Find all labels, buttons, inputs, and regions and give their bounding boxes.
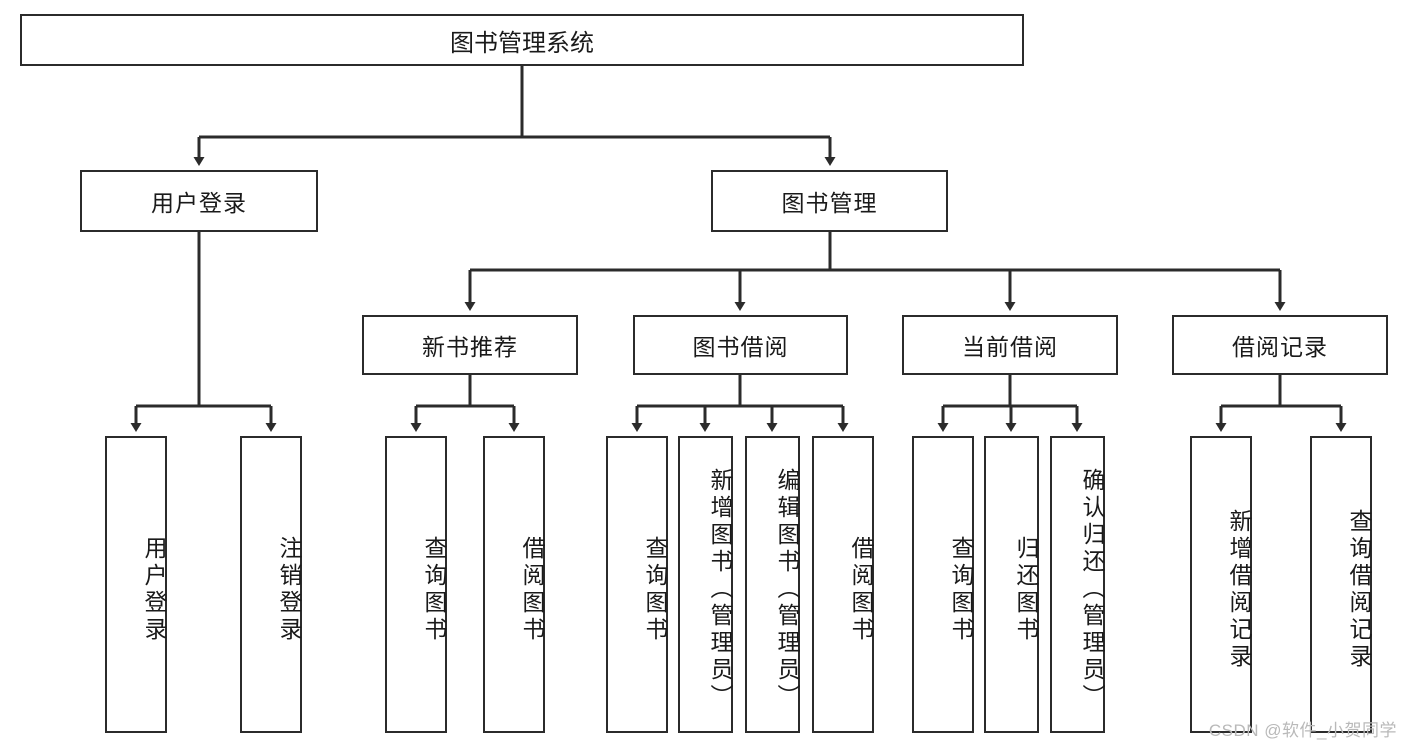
node-new-book-rec-label: 新书推荐 (422, 334, 518, 360)
node-leaf-query-book-1-label: 查询图书 (421, 535, 447, 644)
node-leaf-edit-book-label: 编辑图书（管理员） (774, 468, 800, 711)
node-book-borrow[interactable]: 图书借阅 (633, 315, 848, 375)
node-leaf-user-login-label: 用户登录 (141, 535, 167, 644)
node-leaf-borrow-book-1-label: 借阅图书 (519, 535, 545, 644)
node-leaf-edit-book[interactable]: 编辑图书（管理员） (745, 436, 800, 733)
node-leaf-query-record-label: 查询借阅记录 (1346, 508, 1372, 671)
node-leaf-borrow-book-2[interactable]: 借阅图书 (812, 436, 874, 733)
node-user-login[interactable]: 用户登录 (80, 170, 318, 232)
node-leaf-query-book-3[interactable]: 查询图书 (912, 436, 974, 733)
node-leaf-add-record-label: 新增借阅记录 (1226, 508, 1252, 671)
node-leaf-user-login[interactable]: 用户登录 (105, 436, 167, 733)
node-leaf-return-book[interactable]: 归还图书 (984, 436, 1039, 733)
watermark: CSDN @软件_小贺同学 (1208, 721, 1397, 740)
node-leaf-confirm-return-label: 确认归还（管理员） (1079, 468, 1105, 711)
node-book-manage[interactable]: 图书管理 (711, 170, 948, 232)
node-leaf-add-book[interactable]: 新增图书（管理员） (678, 436, 733, 733)
node-current-borrow-label: 当前借阅 (962, 334, 1058, 360)
node-leaf-return-book-label: 归还图书 (1013, 535, 1039, 644)
node-leaf-add-record[interactable]: 新增借阅记录 (1190, 436, 1252, 733)
node-root-label: 图书管理系统 (450, 29, 594, 57)
node-leaf-add-book-label: 新增图书（管理员） (707, 468, 733, 711)
node-user-login-label: 用户登录 (151, 190, 247, 216)
node-current-borrow[interactable]: 当前借阅 (902, 315, 1118, 375)
node-leaf-query-book-2[interactable]: 查询图书 (606, 436, 668, 733)
node-book-borrow-label: 图书借阅 (692, 334, 789, 360)
node-leaf-query-book-3-label: 查询图书 (948, 535, 974, 644)
node-leaf-query-record[interactable]: 查询借阅记录 (1310, 436, 1372, 733)
node-leaf-query-book-1[interactable]: 查询图书 (385, 436, 447, 733)
node-leaf-borrow-book-1[interactable]: 借阅图书 (483, 436, 545, 733)
node-leaf-query-book-2-label: 查询图书 (642, 535, 668, 644)
node-new-book-rec[interactable]: 新书推荐 (362, 315, 578, 375)
node-leaf-logout-login-label: 注销登录 (276, 535, 302, 644)
node-borrow-record[interactable]: 借阅记录 (1172, 315, 1388, 375)
node-leaf-confirm-return[interactable]: 确认归还（管理员） (1050, 436, 1105, 733)
node-root[interactable]: 图书管理系统 (20, 14, 1024, 66)
node-leaf-borrow-book-2-label: 借阅图书 (848, 535, 874, 644)
node-book-manage-label: 图书管理 (781, 190, 878, 216)
node-leaf-logout-login[interactable]: 注销登录 (240, 436, 302, 733)
node-borrow-record-label: 借阅记录 (1232, 334, 1328, 360)
